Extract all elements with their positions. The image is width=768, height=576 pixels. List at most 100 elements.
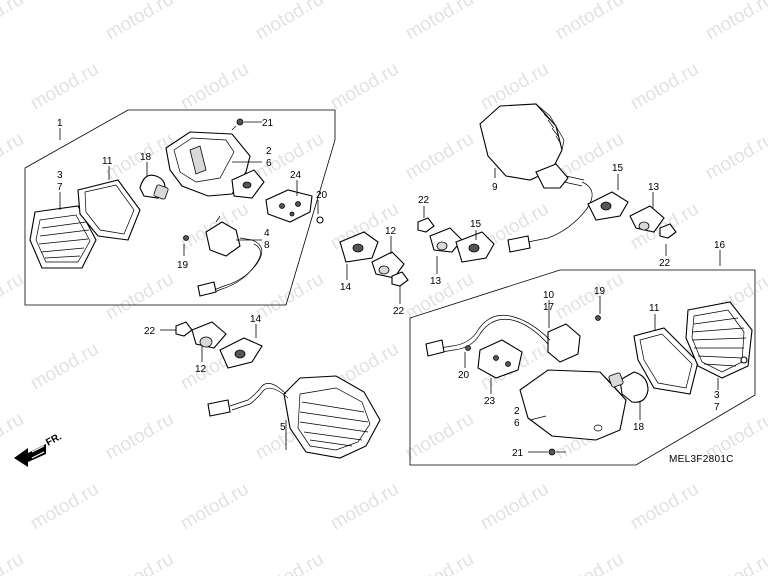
plate-part-23 [477, 339, 523, 379]
watermark-text: motod.ru [402, 0, 477, 44]
watermark-text: motod.ru [102, 269, 177, 325]
callout-16: 16 [714, 240, 726, 251]
watermark-text: motod.ru [102, 409, 177, 465]
gasket-part-11-right [633, 327, 699, 395]
callout-14-left: 14 [250, 314, 262, 325]
callout-1: 1 [57, 118, 63, 129]
watermark-text: motod.ru [102, 0, 177, 44]
watermark-text: motod.ru [0, 0, 27, 44]
watermark-text: motod.ru [252, 549, 327, 576]
watermark-text: motod.ru [327, 479, 402, 535]
watermark-text: motod.ru [702, 549, 768, 576]
bulb-part-18 [139, 174, 169, 200]
group-box-left [24, 109, 336, 306]
watermark-text: motod.ru [0, 269, 27, 325]
watermark-text: motod.ru [402, 549, 477, 576]
callout-22-center-b: 22 [418, 195, 430, 206]
plate-part-24 [265, 189, 313, 223]
callout-13-center: 13 [430, 276, 442, 287]
callout-11: 11 [102, 156, 113, 167]
watermark-text: motod.ru [702, 0, 768, 44]
leader-lines [59, 121, 721, 453]
watermark-text: motod.ru [177, 59, 252, 115]
callout-14-center: 14 [340, 282, 352, 293]
watermark-text: motod.ru [0, 549, 27, 576]
callout-24: 24 [290, 170, 302, 181]
screw-part-19 [183, 235, 189, 241]
callout-23: 23 [484, 396, 496, 407]
callout-13-right: 13 [648, 182, 660, 193]
watermark-text: motod.ru [552, 549, 627, 576]
callout-15-right: 15 [612, 163, 624, 174]
pad-part-15-right [587, 191, 629, 221]
callout-19-right: 19 [594, 286, 606, 297]
pad-part-14-center [339, 231, 379, 263]
callout-20-right: 20 [458, 370, 470, 381]
callout-18-right: 18 [633, 422, 645, 433]
winker-part-9 [479, 103, 593, 253]
front-direction-label: FR. [44, 431, 64, 448]
bracket-part-13-center [429, 227, 463, 253]
bulb-part-18-right [608, 371, 649, 403]
bracket-part-12-left [191, 321, 227, 349]
watermark-text: motod.ru [27, 479, 102, 535]
watermark-text: motod.ru [477, 479, 552, 535]
callout-19: 19 [177, 260, 189, 271]
callout-12-left: 12 [195, 364, 207, 375]
callout-20: 20 [316, 190, 328, 201]
lens-part-3-7 [29, 205, 97, 269]
watermark-text: motod.ru [327, 59, 402, 115]
lens-part-3-7-right [685, 301, 753, 379]
housing-part-2-6-right [519, 369, 627, 441]
diagram-code: MEL3F2801C [669, 454, 734, 465]
nut-part-22-left [175, 321, 193, 337]
bracket-part-13-right [629, 205, 665, 233]
callout-9: 9 [492, 182, 498, 193]
screw-part-21-right [548, 448, 566, 456]
callout-22-center-a: 22 [393, 306, 405, 317]
pad-part-14-left [219, 337, 263, 369]
watermark-text: motod.ru [402, 129, 477, 185]
callout-11-right: 11 [649, 303, 660, 314]
callout-5: 5 [280, 422, 286, 433]
watermark-text: motod.ru [552, 0, 627, 44]
group-box-right [409, 269, 756, 466]
screw-part-21 [231, 118, 244, 131]
callout-22-right: 22 [659, 258, 671, 269]
watermark-text: motod.ru [402, 409, 477, 465]
callout-12-center: 12 [385, 226, 397, 237]
front-direction-arrow-icon [14, 444, 46, 467]
nut-part-22-center-b [417, 217, 435, 233]
nut-part-22-right [659, 223, 677, 239]
watermark-text: motod.ru [702, 129, 768, 185]
watermark-text: motod.ru [27, 59, 102, 115]
winker-part-5 [207, 375, 381, 459]
watermark-text: motod.ru [252, 269, 327, 325]
callout-21: 21 [262, 118, 274, 129]
watermark-text: motod.ru [27, 339, 102, 395]
socket-part-10-17 [425, 314, 581, 363]
housing-part-2-6 [165, 131, 265, 199]
nut-part-22-center-a [391, 271, 409, 287]
callout-21-right: 21 [512, 448, 524, 459]
watermark-text: motod.ru [0, 129, 27, 185]
callout-15-center: 15 [470, 219, 482, 230]
bracket-part-12-center [371, 251, 405, 279]
pad-part-15-center [455, 231, 495, 263]
nut-part-20 [316, 216, 324, 224]
watermark-text: motod.ru [177, 479, 252, 535]
watermark-text: motod.ru [102, 549, 177, 576]
gasket-part-11 [77, 179, 141, 241]
watermark-text: motod.ru [552, 269, 627, 325]
watermark-text: motod.ru [627, 479, 702, 535]
callout-22-left: 22 [144, 326, 156, 337]
callout-18: 18 [140, 152, 152, 163]
watermark-text: motod.ru [252, 0, 327, 44]
